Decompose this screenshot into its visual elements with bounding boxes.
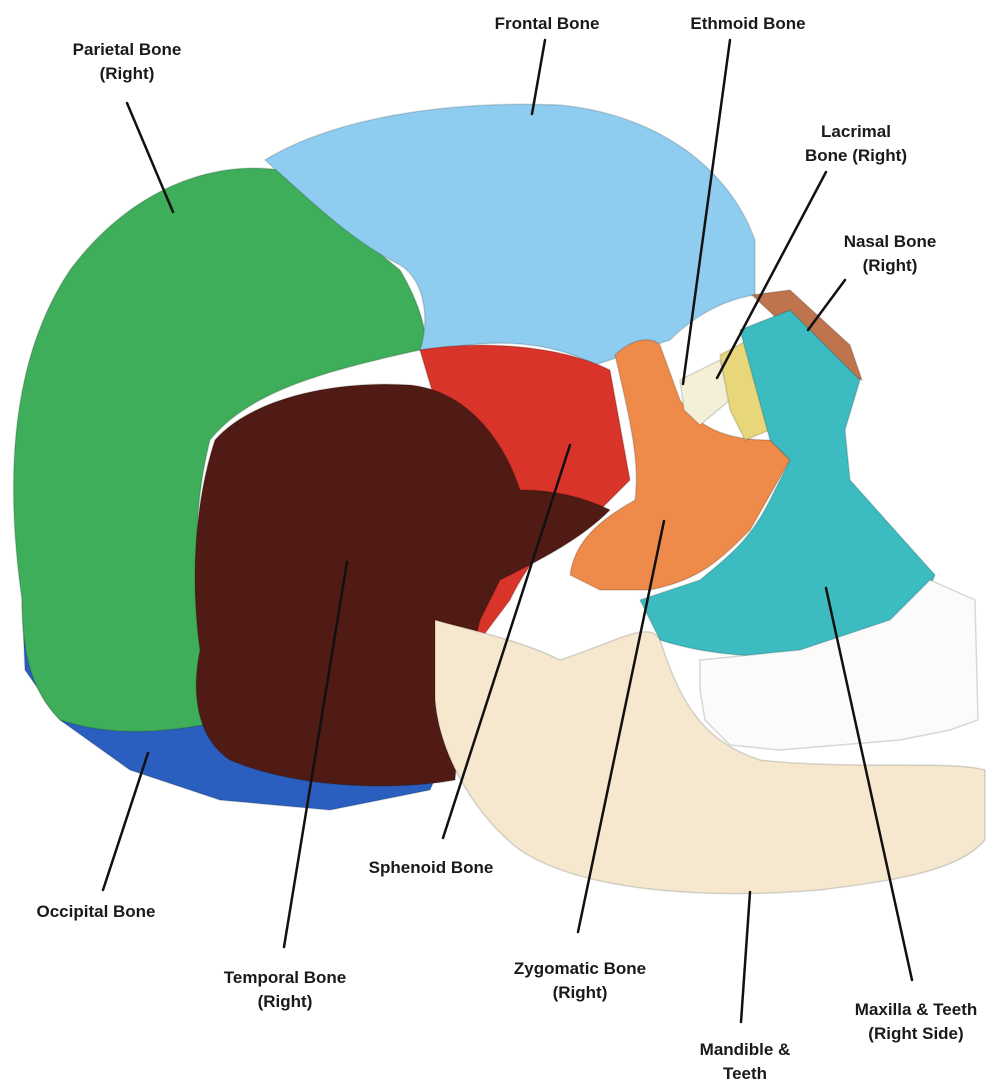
label-temporal-line2: (Right) bbox=[195, 990, 375, 1014]
label-nasal: Nasal Bone (Right) bbox=[820, 230, 960, 278]
label-maxilla-line2: (Right Side) bbox=[832, 1022, 1000, 1046]
label-parietal: Parietal Bone (Right) bbox=[37, 38, 217, 86]
label-zygomatic: Zygomatic Bone (Right) bbox=[490, 957, 670, 1005]
label-parietal-line1: Parietal Bone bbox=[37, 38, 217, 62]
label-lacrimal-line2: Bone (Right) bbox=[776, 144, 936, 168]
leader-parietal bbox=[127, 103, 173, 212]
label-maxilla: Maxilla & Teeth (Right Side) bbox=[832, 998, 1000, 1046]
label-nasal-line2: (Right) bbox=[820, 254, 960, 278]
label-sphenoid: Sphenoid Bone bbox=[346, 856, 516, 880]
label-ethmoid: Ethmoid Bone bbox=[668, 12, 828, 36]
label-occipital: Occipital Bone bbox=[16, 900, 176, 924]
leader-frontal bbox=[532, 40, 545, 114]
label-ethmoid-line1: Ethmoid Bone bbox=[668, 12, 828, 36]
leader-occipital bbox=[103, 753, 148, 890]
label-nasal-line1: Nasal Bone bbox=[820, 230, 960, 254]
label-lacrimal: Lacrimal Bone (Right) bbox=[776, 120, 936, 168]
label-lacrimal-line1: Lacrimal bbox=[776, 120, 936, 144]
label-occipital-line1: Occipital Bone bbox=[16, 900, 176, 924]
label-temporal-line1: Temporal Bone bbox=[195, 966, 375, 990]
label-frontal-line1: Frontal Bone bbox=[477, 12, 617, 36]
label-temporal: Temporal Bone (Right) bbox=[195, 966, 375, 1014]
label-frontal: Frontal Bone bbox=[477, 12, 617, 36]
label-maxilla-line1: Maxilla & Teeth bbox=[832, 998, 1000, 1022]
label-mandible-line1: Mandible & bbox=[675, 1038, 815, 1062]
label-parietal-line2: (Right) bbox=[37, 62, 217, 86]
label-mandible-line2: Teeth bbox=[675, 1062, 815, 1086]
leader-mandible bbox=[741, 892, 750, 1022]
label-sphenoid-line1: Sphenoid Bone bbox=[346, 856, 516, 880]
label-zygomatic-line1: Zygomatic Bone bbox=[490, 957, 670, 981]
label-zygomatic-line2: (Right) bbox=[490, 981, 670, 1005]
label-mandible: Mandible & Teeth bbox=[675, 1038, 815, 1086]
